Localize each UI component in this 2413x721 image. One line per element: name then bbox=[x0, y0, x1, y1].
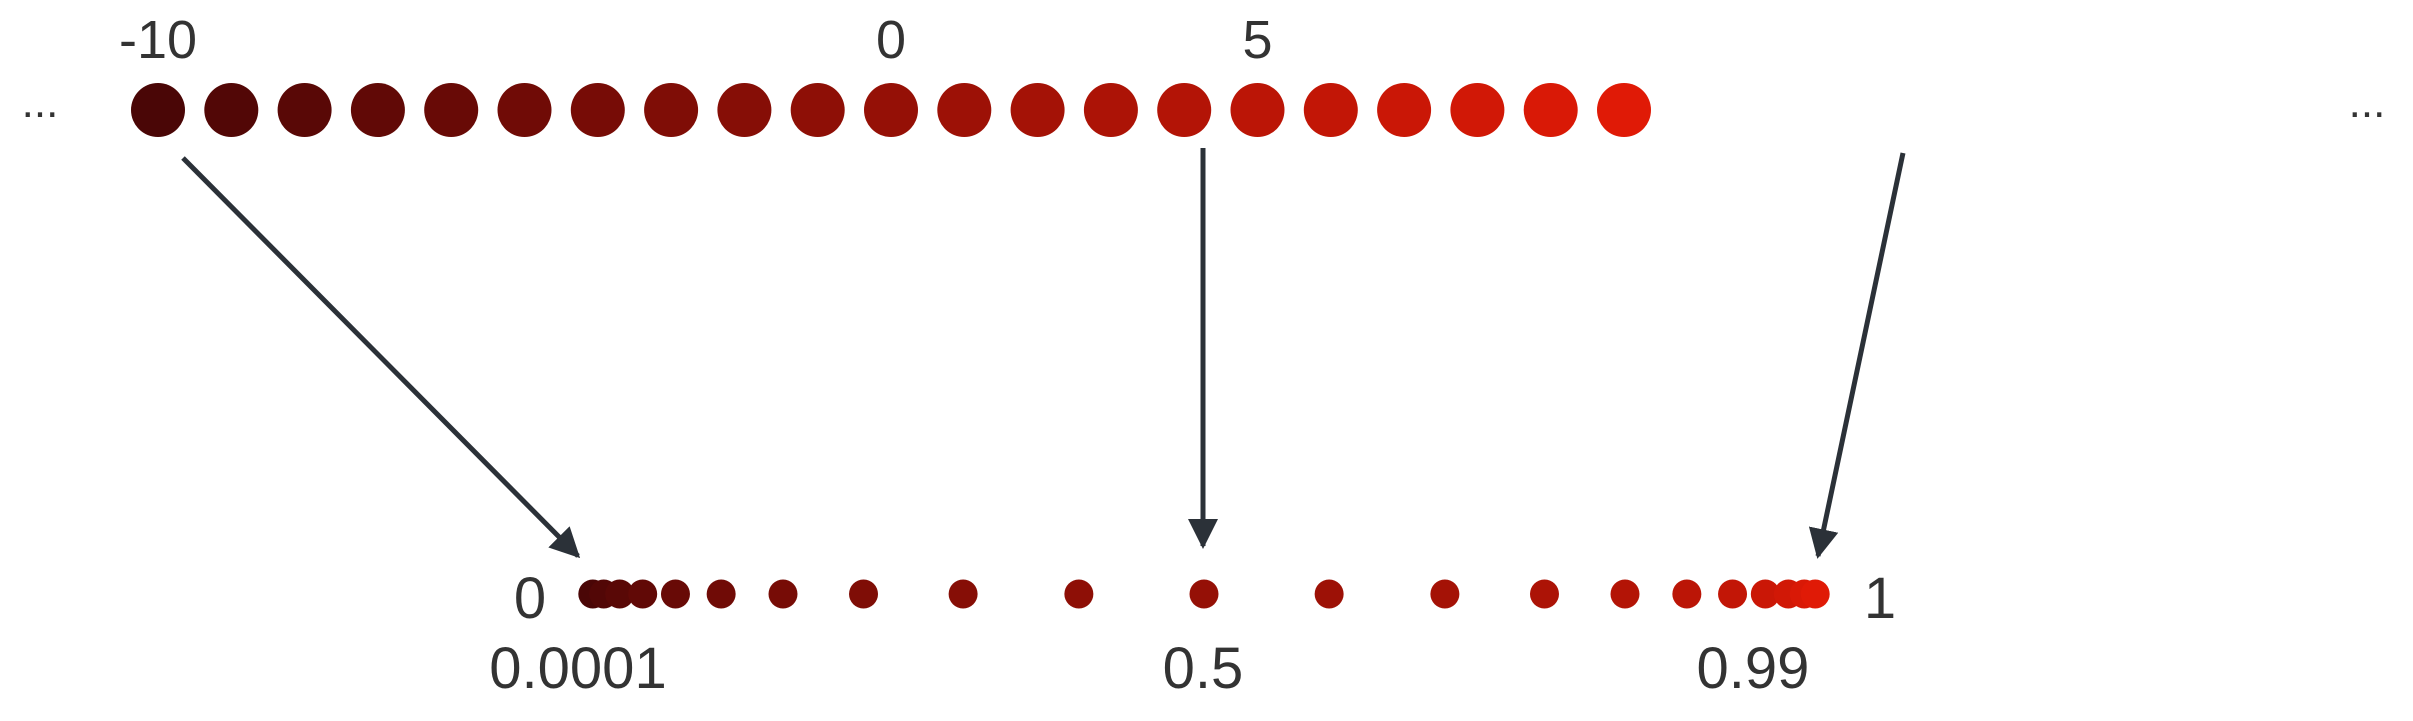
input-value-label: 0 bbox=[876, 10, 906, 70]
output-value-label: 0.5 bbox=[1163, 636, 1244, 701]
input-dot bbox=[1157, 83, 1212, 137]
input-dot bbox=[1083, 83, 1138, 137]
input-dot bbox=[1010, 83, 1065, 137]
output-dot bbox=[1314, 579, 1344, 609]
output-dot bbox=[1189, 579, 1219, 609]
output-value-label: 0.0001 bbox=[489, 636, 666, 701]
mapping-arrow bbox=[181, 156, 581, 559]
input-labels: -10 0 5 bbox=[119, 10, 1273, 70]
output-dot bbox=[1750, 579, 1780, 609]
input-dot bbox=[1450, 83, 1505, 137]
input-dot bbox=[204, 83, 259, 137]
output-dot bbox=[706, 579, 736, 609]
input-dots bbox=[131, 83, 1651, 137]
input-dot bbox=[350, 83, 405, 137]
output-dot bbox=[1529, 579, 1559, 609]
input-dot bbox=[1523, 83, 1578, 137]
output-labels: 0.0001 0.5 0.99 bbox=[489, 636, 1809, 701]
input-value-label: 5 bbox=[1242, 10, 1272, 70]
input-dot bbox=[1303, 83, 1358, 137]
ellipsis-right: ... bbox=[2349, 78, 2386, 127]
output-dot bbox=[1610, 579, 1640, 609]
input-dot bbox=[1597, 83, 1651, 137]
input-number-line: ... ... -10 0 5 bbox=[22, 10, 2386, 137]
output-dot bbox=[605, 579, 635, 609]
output-dot bbox=[768, 579, 798, 609]
output-min-label: 0 bbox=[514, 566, 546, 631]
input-dot bbox=[497, 83, 552, 137]
input-dot bbox=[717, 83, 772, 137]
output-dot bbox=[1064, 579, 1094, 609]
output-dot bbox=[660, 579, 690, 609]
output-value-label: 0.99 bbox=[1697, 636, 1810, 701]
output-dot bbox=[1430, 579, 1460, 609]
mapping-arrows bbox=[181, 148, 1906, 559]
input-dot bbox=[864, 83, 918, 137]
input-dot bbox=[937, 83, 992, 137]
output-dot bbox=[1800, 579, 1830, 609]
input-dot bbox=[1230, 83, 1285, 137]
input-value-label: -10 bbox=[119, 10, 197, 70]
input-dot bbox=[644, 83, 699, 137]
input-dot bbox=[1377, 83, 1432, 137]
ellipsis-left: ... bbox=[22, 78, 59, 127]
output-max-label: 1 bbox=[1864, 566, 1896, 631]
input-dot bbox=[131, 83, 185, 137]
output-dot bbox=[849, 579, 879, 609]
input-dot bbox=[570, 83, 625, 137]
input-dot bbox=[424, 83, 479, 137]
output-dot bbox=[1718, 579, 1748, 609]
output-dots bbox=[578, 579, 1830, 609]
output-dot bbox=[1672, 579, 1702, 609]
output-dot bbox=[628, 579, 658, 609]
output-number-line: 0 1 0.0001 0.5 0.99 bbox=[489, 566, 1896, 701]
mapping-arrow bbox=[1808, 152, 1906, 559]
input-dot bbox=[790, 83, 845, 137]
input-dot bbox=[277, 83, 332, 137]
output-dot bbox=[948, 579, 978, 609]
